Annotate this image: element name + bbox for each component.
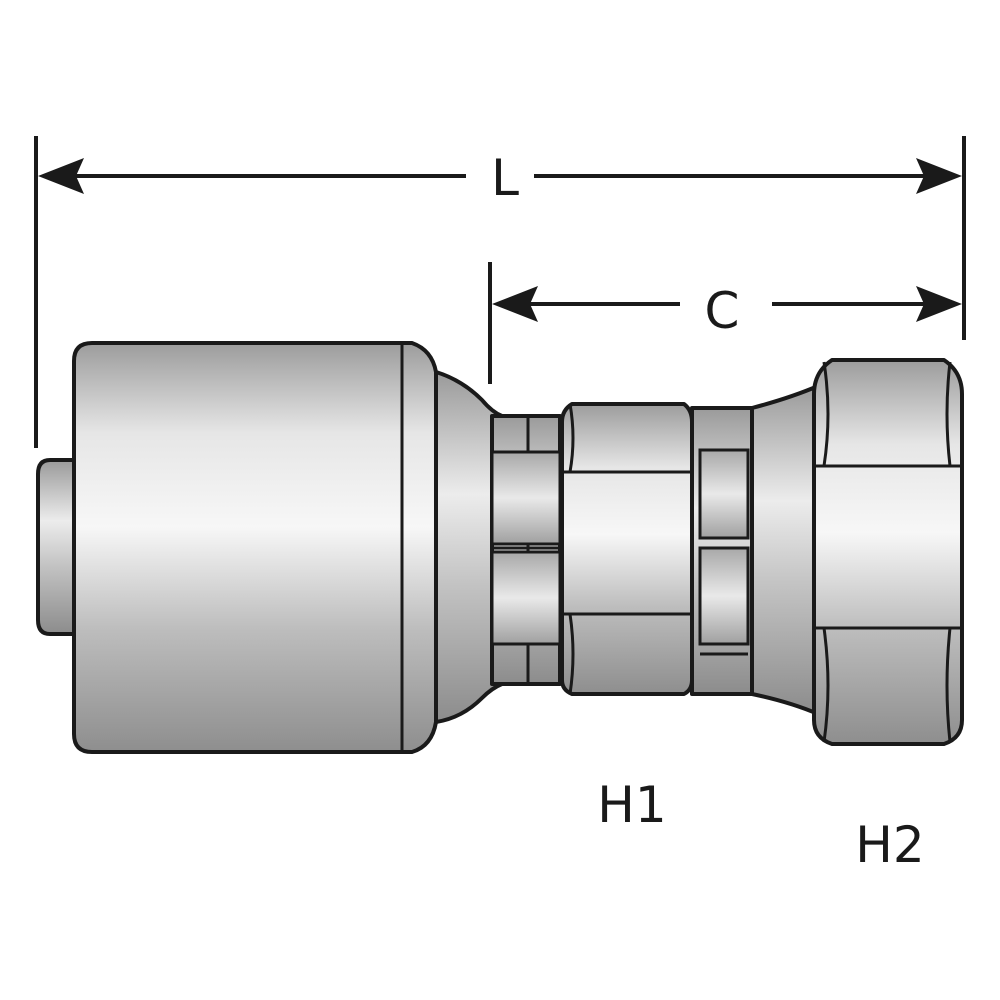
dimension-l: L (34, 136, 966, 448)
c-label: C (705, 282, 740, 340)
hex-nut-h2 (812, 358, 964, 746)
h2-chamfer-3 (945, 361, 952, 467)
h2-chamfer-2 (822, 627, 830, 743)
dimension-c: C (488, 262, 962, 384)
swivel-flare (750, 384, 820, 716)
l-label: L (491, 149, 519, 207)
h2-chamfer-4 (945, 627, 952, 743)
c-arrow-right-icon (916, 286, 962, 322)
socket-ferrule (72, 341, 438, 754)
rib-upper (490, 450, 562, 546)
h1-chamfer-1 (568, 403, 575, 473)
h1-chamfer-2 (568, 613, 575, 695)
l-arrow-left-icon (38, 158, 84, 194)
swivel-rib-upper (698, 448, 750, 540)
hex-nut-h1 (560, 402, 694, 696)
h2-label: H2 (855, 816, 924, 874)
rib-lower (490, 550, 562, 646)
l-arrow-right-icon (916, 158, 962, 194)
c-arrow-left-icon (492, 286, 538, 322)
hose-stub (36, 458, 80, 636)
h2-chamfer-1 (822, 361, 830, 467)
hose-fitting (36, 341, 964, 754)
h1-label: H1 (597, 776, 666, 834)
swivel-rib-lower (698, 546, 750, 646)
